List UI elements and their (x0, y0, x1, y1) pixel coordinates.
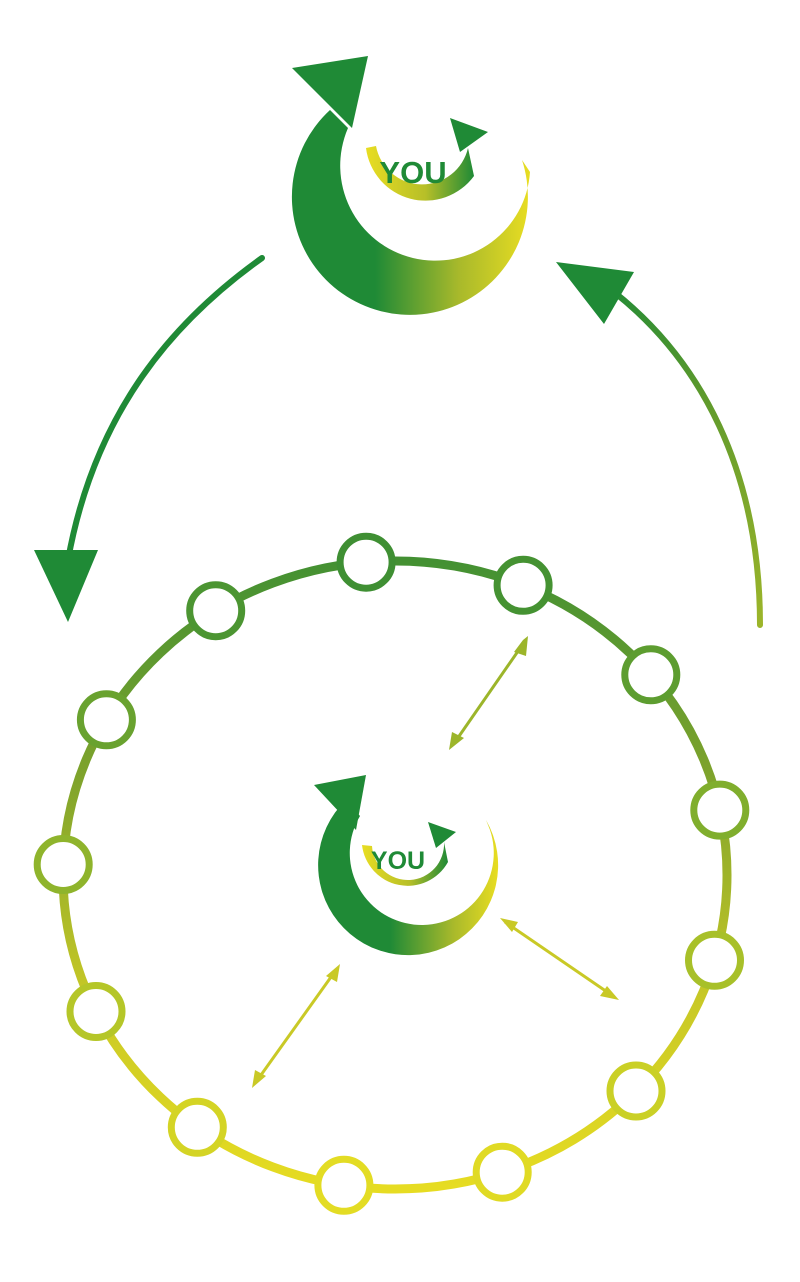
center-outer-arrowhead-icon (314, 775, 366, 830)
connector-lower-left (252, 964, 340, 1088)
top-inner-cycle-arrow (366, 146, 474, 201)
left-arrowhead-icon (34, 550, 98, 622)
ring-node (472, 1142, 532, 1202)
right-ascending-arrow (556, 262, 763, 628)
ring-nodes (33, 532, 750, 1215)
left-descending-arrow (34, 255, 265, 622)
center-inner-cycle-arrow (362, 842, 448, 886)
ring-node (167, 1097, 227, 1157)
center-outer-cycle-arrow (318, 800, 499, 956)
community-ring (33, 532, 750, 1215)
top-you-label: YOU (379, 155, 446, 190)
connector-upper-right (449, 636, 528, 750)
ring-node (66, 982, 126, 1041)
ring-node (493, 555, 553, 615)
center-you-cycle-icon: YOU (314, 775, 499, 956)
ring-node (314, 1155, 374, 1215)
ring-node (685, 930, 744, 990)
right-arrowhead-icon (556, 262, 634, 324)
ring-node (336, 532, 396, 592)
ring-node (690, 780, 750, 840)
ring-node (76, 690, 136, 750)
top-outer-cycle-arrow (291, 110, 530, 315)
ring-node (33, 835, 93, 894)
ring-node (186, 581, 246, 641)
ring-node (621, 645, 681, 705)
top-outer-arrowhead-icon (292, 56, 368, 128)
center-inner-arrowhead-icon (428, 822, 456, 848)
top-inner-arrowhead-icon (450, 118, 488, 152)
center-you-label: YOU (371, 847, 425, 875)
connector-lower-right (500, 918, 619, 1000)
top-you-cycle-icon: YOU (291, 56, 530, 315)
ring-node (606, 1061, 666, 1121)
